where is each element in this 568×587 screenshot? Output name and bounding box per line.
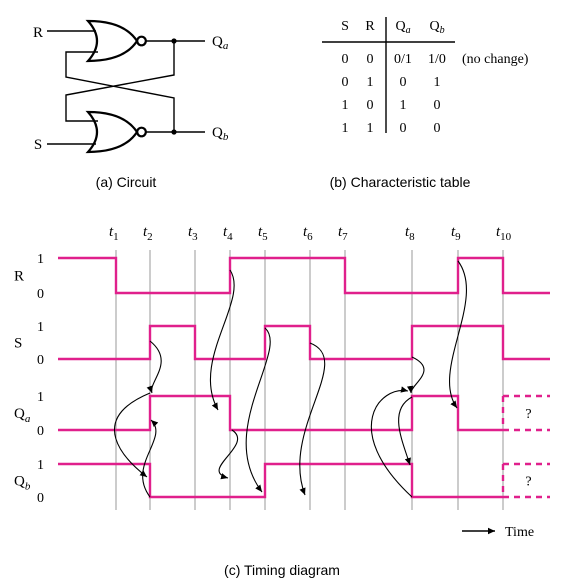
input-label-s: S: [34, 137, 42, 153]
time-marker: t4: [223, 224, 233, 243]
time-marker: t8: [405, 224, 415, 243]
svg-text:1: 1: [367, 121, 374, 136]
svg-text:1: 1: [342, 121, 349, 136]
time-gridlines: [115, 250, 504, 510]
causality-arrows: [114, 260, 468, 498]
svg-text:1: 1: [400, 98, 407, 113]
table-header-r: R: [365, 19, 375, 34]
characteristic-table: S R Qa Qb 0 0 0/1 1/0 (no change) 0 1 0 …: [322, 17, 529, 190]
time-marker: t2: [143, 224, 153, 243]
feedback-wires: [65, 41, 175, 132]
table-body: 0 0 0/1 1/0 (no change) 0 1 0 1 1 0 1 0 …: [342, 52, 529, 136]
time-marker: t7: [338, 224, 348, 243]
causal-arrow: [406, 356, 425, 394]
timing-caption: (c) Timing diagram: [224, 562, 340, 578]
causal-arrow: [142, 419, 159, 498]
svg-text:0: 0: [342, 52, 349, 67]
causal-arrow: [114, 392, 151, 478]
svg-text:0: 0: [367, 98, 374, 113]
circuit-caption: (a) Circuit: [96, 174, 157, 190]
level-label-low: 0: [37, 353, 44, 368]
table-header-qa: Qa: [395, 19, 410, 36]
causal-arrow: [299, 342, 326, 496]
svg-text:1: 1: [434, 75, 441, 90]
svg-text:1: 1: [342, 98, 349, 113]
time-marker: t5: [258, 224, 268, 243]
waveform-r: [58, 256, 550, 295]
table-header-qb: Qb: [429, 19, 444, 36]
table-header-s: S: [341, 19, 349, 34]
table-row: 0 1 0 1: [342, 75, 441, 90]
svg-text:1/0: 1/0: [428, 52, 446, 67]
input-label-r: R: [33, 25, 43, 41]
svg-text:0: 0: [367, 52, 374, 67]
causal-arrow: [245, 327, 271, 493]
level-label-high: 1: [37, 252, 44, 267]
svg-text:1: 1: [367, 75, 374, 90]
signal-label: R: [14, 269, 24, 285]
causal-arrow: [448, 260, 468, 409]
signal-label: S: [14, 336, 22, 352]
nor-gate-bottom: [85, 110, 147, 154]
causal-arrow: [218, 429, 239, 480]
table-caption: (b) Characteristic table: [330, 174, 471, 190]
unknown-state-mark: ?: [525, 407, 531, 422]
unknown-state-marks: ??: [501, 394, 550, 499]
level-label-high: 1: [37, 320, 44, 335]
svg-text:0: 0: [434, 98, 441, 113]
time-marker: t9: [451, 224, 461, 243]
causal-arrow: [398, 396, 413, 466]
level-label-low: 0: [37, 287, 44, 302]
output-label-qb: Qb: [212, 125, 229, 143]
svg-text:0/1: 0/1: [394, 52, 412, 67]
svg-text:(no change): (no change): [462, 52, 529, 67]
causal-arrow: [209, 269, 235, 411]
signal-label: Qb: [14, 474, 31, 493]
causal-arrow: [370, 386, 413, 498]
time-marker-labels: t1 t2 t3 t4 t5 t6 t7 t8 t9 t10: [109, 224, 512, 243]
svg-text:0: 0: [434, 121, 441, 136]
causal-arrow: [146, 340, 162, 394]
time-axis-label: Time: [505, 525, 534, 540]
output-label-qa: Qa: [212, 34, 229, 52]
svg-text:0: 0: [400, 121, 407, 136]
svg-text:0: 0: [400, 75, 407, 90]
time-marker: t10: [496, 224, 512, 243]
signal-label: Qa: [14, 406, 31, 425]
level-label-low: 0: [37, 491, 44, 506]
table-row: 1 1 0 0: [342, 121, 441, 136]
waveform-s: [58, 324, 550, 361]
time-marker: t6: [303, 224, 313, 243]
table-row: 1 0 1 0: [342, 98, 441, 113]
unknown-state-mark: ?: [525, 475, 531, 490]
signal-waveforms: [58, 256, 550, 499]
svg-text:0: 0: [342, 75, 349, 90]
waveform-qa: [58, 394, 503, 432]
level-label-low: 0: [37, 424, 44, 439]
circuit-diagram: R S Qa Qb (a) Circuit: [33, 19, 229, 190]
waveform-qb: [58, 462, 503, 499]
level-label-high: 1: [37, 458, 44, 473]
time-marker: t1: [109, 224, 119, 243]
level-label-high: 1: [37, 390, 44, 405]
time-marker: t3: [188, 224, 198, 243]
nor-gate-top: [85, 19, 147, 63]
table-row: 0 0 0/1 1/0 (no change): [342, 52, 529, 67]
